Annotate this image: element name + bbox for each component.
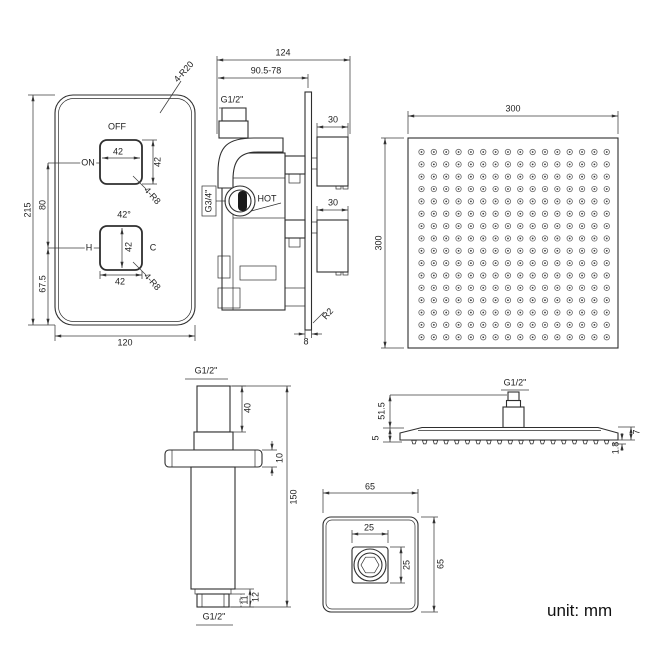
- dim-flange-thickness: 10: [274, 452, 285, 464]
- dim-plate-thickness: 8: [303, 336, 309, 347]
- label-arm-bottom-thread: G1/2": [202, 611, 226, 622]
- dim-head-side-height: 51.5: [376, 402, 387, 420]
- dim-knob-spacing: 80: [37, 199, 48, 211]
- nozzle-grid: [418, 148, 610, 341]
- dim-panel-width: 120: [117, 337, 133, 348]
- dim-panel-radius: 4-R20: [171, 59, 196, 85]
- dim-tip-length: 12: [250, 591, 261, 603]
- label-head-side-thread: G1/2": [503, 377, 527, 388]
- dim-tip-thread-length: 11: [239, 594, 250, 606]
- view-arm: [164, 378, 291, 626]
- dim-lower-spacing: 67.5: [37, 275, 48, 293]
- dim-head-nozzle-height: 1.8: [610, 441, 621, 455]
- view-flange-square: [322, 489, 438, 613]
- label-arm-top-thread: G1/2": [194, 365, 218, 376]
- label-inlet-thread: G3/4": [203, 188, 214, 214]
- dim-knob1-width: 42: [111, 146, 125, 157]
- dim-knob2-height: 42: [123, 241, 134, 253]
- label-outlet-thread: G1/2": [220, 94, 244, 105]
- dim-plate-radius: R2: [320, 306, 336, 322]
- view-trim-front: [28, 80, 196, 341]
- unit-label: unit: mm: [547, 601, 613, 620]
- dim-thread-length: 40: [242, 402, 253, 414]
- dim-knob1-radius: 4-R8: [142, 185, 163, 207]
- label-hot-h: H: [84, 242, 94, 253]
- side-nozzle-row: [411, 439, 610, 445]
- dim-panel-height: 215: [22, 202, 33, 218]
- dim-knob2-radius: 4-R8: [142, 271, 163, 293]
- dim-head-edge-height: 7: [631, 429, 642, 435]
- dim-escutcheon-inner-height: 25: [401, 559, 412, 571]
- dim-escutcheon-width: 65: [364, 481, 376, 492]
- view-head-top: [381, 111, 619, 349]
- dim-head-height: 300: [373, 235, 384, 251]
- dim-handle2-depth: 30: [327, 197, 339, 208]
- dim-valve-depth: 124: [275, 47, 291, 58]
- view-head-side: [383, 389, 635, 451]
- dim-head-edge-gap: 5: [370, 435, 381, 441]
- label-cold-c: C: [149, 242, 157, 253]
- dim-escutcheon-height: 65: [435, 558, 446, 570]
- dim-arm-length: 150: [288, 489, 299, 505]
- dim-knob2-width: 42: [114, 276, 126, 287]
- label-on: ON: [80, 157, 96, 168]
- dim-escutcheon-inner-width: 25: [363, 522, 375, 533]
- label-off: OFF: [108, 121, 126, 132]
- view-valve-side: [201, 56, 351, 338]
- label-hot-marking: HOT: [257, 193, 277, 204]
- dim-handle1-depth: 30: [327, 114, 339, 125]
- label-temp-stop: 42°: [117, 209, 131, 220]
- dim-valve-depth-adjust: 90.5-78: [250, 65, 282, 76]
- dim-knob1-height: 42: [152, 156, 163, 168]
- dim-head-width: 300: [505, 103, 521, 114]
